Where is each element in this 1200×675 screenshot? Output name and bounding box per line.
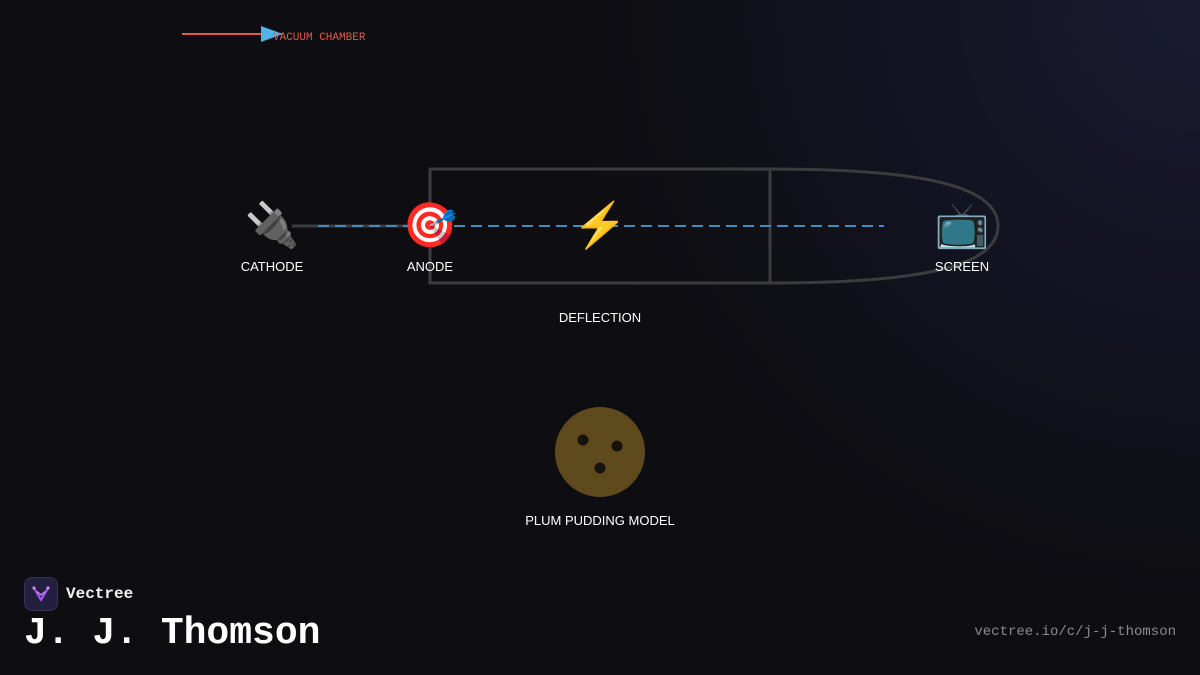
electron-dot [577, 434, 589, 446]
television-icon: 📺 [935, 201, 990, 250]
electron-dot [594, 462, 606, 474]
plum-pudding-atom-icon [555, 407, 645, 497]
lightning-bolt-icon: ⚡ [573, 200, 628, 251]
plum-pudding-label: PLUM PUDDING MODEL [525, 513, 675, 528]
vacuum-chamber-pointer: VACUUM CHAMBER [182, 26, 366, 44]
vacuum-chamber-label: VACUUM CHAMBER [273, 32, 366, 44]
vacuum-arrow-head-icon [261, 26, 283, 42]
cathode-label: CATHODE [241, 259, 304, 274]
screen-label: SCREEN [935, 259, 989, 274]
brand-name: Vectree [66, 585, 134, 603]
cathode: 🔌 CATHODE [241, 200, 304, 274]
electron-dot [611, 440, 623, 452]
anode: 🎯 ANODE [403, 201, 458, 274]
deflection: ⚡ DEFLECTION [559, 200, 641, 325]
deflection-label: DEFLECTION [559, 310, 641, 325]
page-url[interactable]: vectree.io/c/j-j-thomson [974, 624, 1176, 640]
plum-pudding-model: PLUM PUDDING MODEL [525, 407, 675, 528]
atom-body [555, 407, 645, 497]
page-title: J. J. Thomson [24, 612, 321, 655]
tube-outline [428, 167, 1000, 285]
brand: Vectree [24, 577, 133, 611]
vectree-logo-icon [24, 577, 58, 611]
electric-plug-icon: 🔌 [245, 200, 300, 250]
target-dart-icon: 🎯 [403, 201, 458, 250]
anode-label: ANODE [407, 259, 454, 274]
screen: 📺 SCREEN [935, 201, 990, 274]
vectree-logo-mark [32, 586, 50, 602]
